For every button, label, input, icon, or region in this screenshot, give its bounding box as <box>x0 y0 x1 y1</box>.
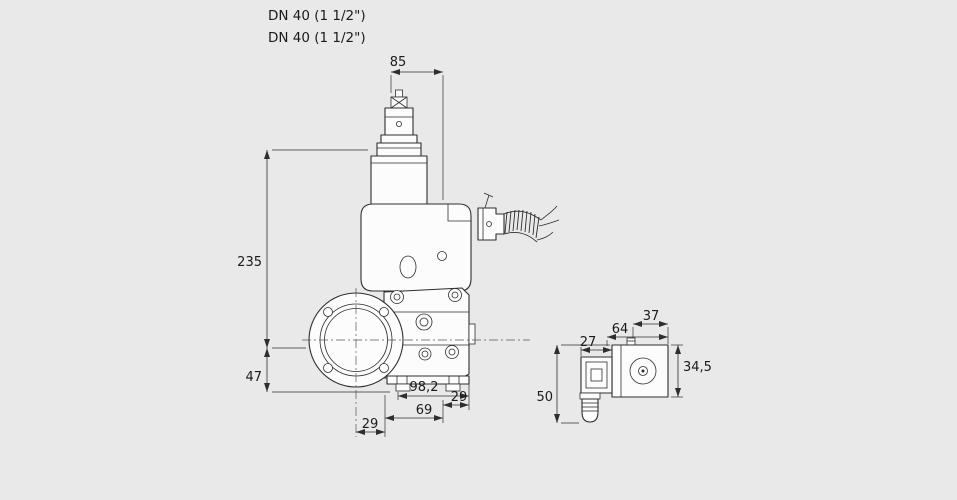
housing-body <box>360 203 472 292</box>
dim-total-width: 64 <box>606 322 668 346</box>
actuator-neck <box>370 134 428 206</box>
dim-label-29-right: 29 <box>451 390 468 405</box>
dn-label-line1: DN 40 (1 1/2") <box>268 8 366 24</box>
bolt-center <box>415 313 433 331</box>
side-port-circle <box>629 357 657 385</box>
dim-label-69: 69 <box>416 403 433 418</box>
wire-end-3 <box>536 231 554 241</box>
cable-gland <box>581 398 599 423</box>
bolt-bottom-center <box>418 347 432 361</box>
cable-bottom-edge <box>503 231 538 243</box>
housing-screw-detail <box>437 251 447 261</box>
centerlines <box>302 288 530 437</box>
dim-label-64: 64 <box>612 322 629 337</box>
wire-end-2 <box>538 219 560 227</box>
foot-right <box>445 383 461 392</box>
plug-body <box>477 207 505 241</box>
dim-body-width: 37 <box>632 309 669 344</box>
wire-ends <box>536 205 560 241</box>
side-plug-window <box>590 368 603 382</box>
plug-screw-detail <box>486 221 492 227</box>
dim-offset-right: 29 <box>442 390 469 423</box>
body-side-boss <box>468 323 476 345</box>
valve-side-view <box>579 337 669 423</box>
dimension-annotations-front: 85 235 47 98,2 29 69 <box>237 55 470 437</box>
connector-screw-head <box>483 192 494 198</box>
wire-end-1 <box>540 205 558 221</box>
dn-labels: DN 40 (1 1/2") DN 40 (1 1/2") <box>268 8 366 46</box>
connector-screw-shaft <box>484 194 490 209</box>
side-port-center-dot <box>641 369 645 373</box>
connector-screw <box>395 121 402 128</box>
bolt-top-left <box>390 290 404 304</box>
side-port-inner <box>638 366 648 376</box>
dim-label-85: 85 <box>390 55 407 70</box>
housing-oval-detail <box>399 255 417 279</box>
cable-connector-detail <box>477 192 560 243</box>
bolt-center-inner <box>419 317 429 327</box>
cable-hatching <box>503 209 542 243</box>
dim-label-27: 27 <box>580 335 597 350</box>
side-body <box>611 344 669 398</box>
dim-connector-width: 27 <box>580 335 613 357</box>
dn-label-line2: DN 40 (1 1/2") <box>268 30 366 46</box>
housing-terminal-boss <box>447 204 471 222</box>
side-plug-inner-frame <box>585 361 608 389</box>
foot-left <box>395 383 411 392</box>
pin-nub <box>395 89 403 98</box>
gland-flange <box>579 392 601 400</box>
bolt-top-right <box>448 288 462 302</box>
valve-front-view <box>302 89 530 437</box>
top-indicator-pin <box>390 89 408 109</box>
flange-bolt-hole-br <box>379 363 389 373</box>
flange-bolt-hole-bl <box>323 363 333 373</box>
top-connector-block <box>384 107 414 136</box>
dim-offset-center: 69 <box>384 395 443 437</box>
dim-body-height: 235 <box>237 149 368 349</box>
bolt-bottom-right-inner <box>448 348 456 356</box>
neck-collar <box>376 142 422 157</box>
dim-top-width: 85 <box>390 55 444 200</box>
actuator-housing <box>360 203 472 292</box>
dim-label-47: 47 <box>245 370 262 385</box>
dim-label-37: 37 <box>643 309 660 324</box>
dim-label-235: 235 <box>237 255 262 270</box>
dim-side-total-height: 50 <box>536 344 610 424</box>
bolt-bottom-center-inner <box>421 350 429 358</box>
dim-label-29-left: 29 <box>362 417 379 432</box>
body-bolts <box>390 288 462 361</box>
dimension-annotations-side: 27 64 37 34,5 50 <box>536 309 712 424</box>
dim-label-50: 50 <box>536 390 553 405</box>
side-top-screw <box>626 337 636 346</box>
bolt-bottom-right <box>445 345 459 359</box>
neck-flange <box>380 134 418 144</box>
bolt-top-right-inner <box>451 291 459 299</box>
flange-bolt-hole-tr <box>379 307 389 317</box>
dim-offset-left: 29 <box>356 417 385 435</box>
pin-cross-lines <box>390 96 408 109</box>
cable-top-edge <box>503 210 542 221</box>
dim-flange-height: 47 <box>245 348 390 393</box>
flange-bolt-hole-tl <box>323 307 333 317</box>
dim-label-98-2: 98,2 <box>410 380 439 395</box>
dim-label-34-5: 34,5 <box>683 360 712 375</box>
dim-side-body-height: 34,5 <box>671 344 712 398</box>
cable-strand-hatch <box>504 209 540 239</box>
valve-base <box>386 375 470 392</box>
bolt-top-left-inner <box>393 293 401 301</box>
dim-depth: 98,2 <box>397 380 470 410</box>
